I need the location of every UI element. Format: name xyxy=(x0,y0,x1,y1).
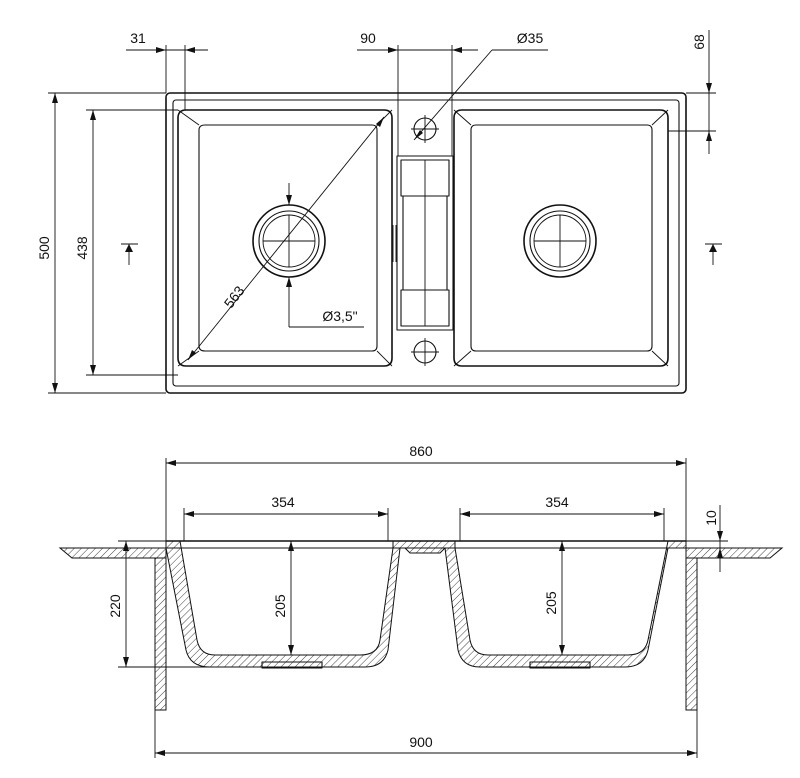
label-rim-height: 10 xyxy=(703,510,719,526)
right-drain-icon xyxy=(523,204,597,278)
dim-outer-length: 860 xyxy=(165,443,687,541)
label-inner-depth: 438 xyxy=(74,236,90,260)
dim-bowl-left-width: 354 xyxy=(183,494,389,541)
secondary-hole-icon xyxy=(411,338,439,366)
dim-total-depth: 220 xyxy=(107,540,210,668)
right-bowl xyxy=(453,109,669,367)
countertop-right xyxy=(685,547,784,711)
dim-divider-width: 90 xyxy=(357,30,478,156)
label-bowl-left-width: 354 xyxy=(271,494,295,510)
label-divider-width: 90 xyxy=(360,30,376,46)
label-bowl-right-width: 354 xyxy=(545,494,569,510)
label-rim-offset: 31 xyxy=(130,30,146,46)
label-overall-depth: 500 xyxy=(36,236,52,260)
left-bowl xyxy=(177,109,393,367)
dim-rim-offset: 31 xyxy=(126,30,208,110)
dim-overall-depth: 500 xyxy=(36,92,166,394)
dim-bowl-right-width: 354 xyxy=(459,494,665,541)
center-divider xyxy=(392,155,454,331)
label-tap-hole: Ø35 xyxy=(517,30,544,46)
sink-outer-outline xyxy=(165,92,687,394)
dim-rear-rim: 68 xyxy=(668,30,716,154)
label-drain-diameter: Ø3,5" xyxy=(322,308,357,324)
dim-bowl-right-depth: 205 xyxy=(543,541,565,655)
dim-inner-depth: 438 xyxy=(74,109,178,376)
divider-section xyxy=(392,540,456,554)
label-bowl-diagonal: 563 xyxy=(221,283,248,311)
label-rear-rim: 68 xyxy=(691,34,707,50)
dim-rim-height: 10 xyxy=(686,505,728,572)
label-bowl-right-depth: 205 xyxy=(543,591,559,615)
section-marker-left xyxy=(121,243,138,265)
tap-hole-icon xyxy=(411,115,439,143)
dim-drain-diameter: Ø3,5" xyxy=(286,183,364,328)
label-outer-length: 860 xyxy=(409,443,433,459)
label-cabinet-width: 900 xyxy=(409,734,433,750)
section-marker-right xyxy=(705,243,722,265)
section-view: 860 354 354 10 xyxy=(58,443,784,758)
sink-inner-outline xyxy=(172,99,680,387)
countertop-left xyxy=(58,547,167,711)
label-bowl-left-depth: 205 xyxy=(272,594,288,618)
dim-cabinet-width: 900 xyxy=(154,710,698,758)
label-total-depth: 220 xyxy=(107,594,123,618)
dim-bowl-left-depth: 205 xyxy=(272,541,294,655)
right-bowl-section xyxy=(444,540,687,669)
top-view: 500 438 31 90 xyxy=(36,30,722,394)
dim-tap-hole: Ø35 xyxy=(413,30,548,141)
